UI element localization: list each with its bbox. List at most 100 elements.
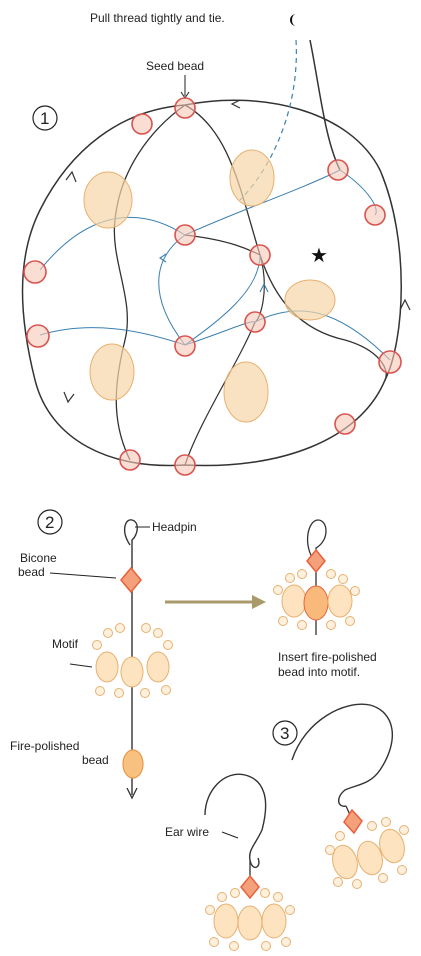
- left-earring-bicone: [240, 874, 260, 900]
- motif-fire-polished-bead: [146, 651, 170, 683]
- crescent-icon: [290, 14, 296, 26]
- right-earring-fire-polished: [379, 828, 405, 864]
- motif-seed-bead: [103, 628, 113, 638]
- seed-bead: [334, 413, 356, 435]
- fire-polished-bead: [83, 171, 133, 229]
- inner-thread-center: [184, 234, 265, 466]
- motif-pointer: [69, 663, 93, 668]
- thread-direction-arrow: [65, 170, 77, 183]
- seed-bead: [364, 204, 386, 226]
- seed-bead: [249, 244, 271, 266]
- ear-wire-left: [204, 773, 267, 868]
- blue-thread-lower: [39, 310, 391, 361]
- right-earring-fire-polished: [332, 844, 358, 880]
- right-earring-seed-bead: [381, 817, 391, 827]
- right-earring-seed-bead: [367, 821, 377, 831]
- left-earring-seed-bead: [273, 892, 283, 902]
- inner-thread-right: [184, 104, 387, 381]
- bicone-label-line1: Bicone: [20, 551, 57, 565]
- assembled-seed-bead: [338, 574, 348, 584]
- assembled-seed-bead: [350, 586, 360, 596]
- thread-direction-arrow: [63, 391, 75, 404]
- fire-polished-bead: [284, 279, 336, 321]
- seed-bead: [174, 224, 196, 246]
- fire-polished-bead-on-pin: [122, 749, 144, 779]
- left-earring-seed-bead: [217, 892, 227, 902]
- headpin-wire: [123, 519, 138, 795]
- fire-polished-bead: [89, 343, 135, 401]
- step2-number: 2: [45, 513, 54, 532]
- step1-number: 1: [40, 109, 49, 128]
- assembled-seed-bead: [326, 620, 336, 630]
- bicone-pointer: [49, 572, 117, 579]
- assembled-fire-polished: [281, 584, 307, 618]
- motif-seed-bead: [161, 685, 171, 695]
- step3-number-circle: [272, 720, 298, 746]
- pull-thread-label: Pull thread tightly and tie.: [90, 11, 225, 25]
- thread-direction-arrow: [259, 282, 269, 293]
- assembled-center-bead: [303, 585, 329, 621]
- assembled-seed-bead: [273, 585, 283, 595]
- motif-fire-polished-bead: [120, 656, 144, 688]
- assembled-seed-bead: [326, 569, 336, 579]
- seed-bead: [119, 449, 141, 471]
- right-earring-seed-bead: [399, 825, 409, 835]
- fire-polished-bead: [223, 361, 269, 423]
- seed-bead-label: Seed bead: [146, 59, 204, 73]
- step3-group: 3 Ear wire: [165, 703, 409, 951]
- assembled-bicone: [306, 548, 326, 574]
- left-earring-seed-bead: [209, 937, 219, 947]
- right-earring-seed-bead: [335, 831, 345, 841]
- thread-direction-arrow: [399, 298, 411, 311]
- seed-bead: [378, 350, 402, 374]
- left-earring-seed-bead: [261, 941, 271, 951]
- motif-seed-bead: [92, 640, 102, 650]
- seed-bead: [174, 335, 196, 357]
- left-earring-seed-bead: [205, 905, 215, 915]
- ear-wire-pointer: [221, 831, 239, 839]
- inner-thread-left: [113, 104, 186, 461]
- headpin-label: Headpin: [152, 520, 197, 534]
- left-earring-seed-bead: [260, 888, 270, 898]
- seed-bead: [244, 311, 266, 333]
- fire-polished-bead: [229, 149, 275, 207]
- assembled-seed-bead: [297, 620, 307, 630]
- fire-polished-label-line1: Fire-polished: [10, 739, 79, 753]
- left-earring-seed-bead: [281, 937, 291, 947]
- motif-seed-bead: [114, 688, 124, 698]
- star-marker: ★: [310, 243, 328, 267]
- step3-number: 3: [280, 724, 289, 743]
- assembled-seed-bead: [345, 616, 355, 626]
- seed-bead: [23, 260, 47, 284]
- assembled-headpin: [306, 519, 327, 635]
- motif-fire-polished-bead: [95, 651, 119, 683]
- motif-label: Motif: [52, 637, 79, 651]
- thread-tail-dark: [309, 39, 341, 171]
- fire-polished-label-line2: bead: [82, 753, 109, 767]
- assembled-seed-bead: [285, 573, 295, 583]
- right-earring-seed-bead: [333, 877, 343, 887]
- motif-seed-bead: [153, 628, 163, 638]
- insert-label-line1: Insert fire-polished: [278, 650, 377, 664]
- headpin-end: [126, 787, 138, 800]
- seed-bead: [327, 159, 349, 181]
- left-earring-seed-bead: [229, 941, 239, 951]
- step2-number-circle: [37, 509, 63, 535]
- motif-seed-bead: [141, 623, 151, 633]
- assembled-fire-polished: [327, 584, 353, 618]
- insert-label-line2: bead into motif.: [278, 665, 360, 679]
- thread-direction-arrow: [230, 99, 241, 109]
- thread-direction-arrow: [159, 253, 167, 263]
- ear-wire-label: Ear wire: [165, 825, 209, 839]
- left-earring-fire-polished: [237, 905, 263, 941]
- left-earring-fire-polished: [213, 903, 239, 939]
- step1-group: Pull thread tightly and tie. Seed bead 1: [21, 11, 411, 476]
- right-earring-fire-polished: [357, 840, 383, 876]
- transition-arrow-head: [252, 595, 266, 609]
- right-earring-bicone: [343, 808, 363, 835]
- left-earring-fire-polished: [261, 903, 287, 939]
- seed-bead: [174, 97, 196, 119]
- seed-bead: [26, 324, 50, 348]
- bicone-label-line2: bead: [18, 565, 45, 579]
